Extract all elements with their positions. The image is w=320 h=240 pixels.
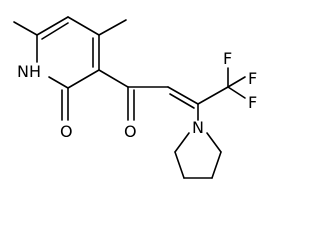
ring-oxygen-label: O [60,122,73,141]
ketone-oxygen-label: O [124,122,137,141]
bond-cf3-f3 [227,86,246,99]
bond-c6-c5-double [41,22,69,40]
bond-c6-c5 [36,16,69,36]
bond-ca-cb [174,151,185,179]
bond-c2-n1 [48,76,69,89]
chemical-structure: NH O O F F F N [13,16,257,179]
bond-n-ca [174,132,190,153]
bond-vinyl-c-double [169,93,195,109]
nh-label: NH [17,62,41,81]
fluorine-2-label: F [248,69,257,88]
fluorine-1-label: F [223,49,232,68]
bond-c-cf3 [197,86,229,105]
bond-c3-c2 [67,69,100,89]
pyrrolidine-nitrogen-label: N [192,118,204,137]
bond-cd-n [206,132,222,153]
bond-vinyl-c [167,86,199,105]
bond-cc-cd [211,151,222,179]
bond-cf3-f2 [227,76,246,88]
bond-c5-c4 [67,16,100,36]
bond-c6-methyl [13,21,38,36]
bond-c4-methyl [98,19,127,36]
fluorine-3-label: F [248,93,257,112]
bond-c3-carbonyl [98,69,129,88]
